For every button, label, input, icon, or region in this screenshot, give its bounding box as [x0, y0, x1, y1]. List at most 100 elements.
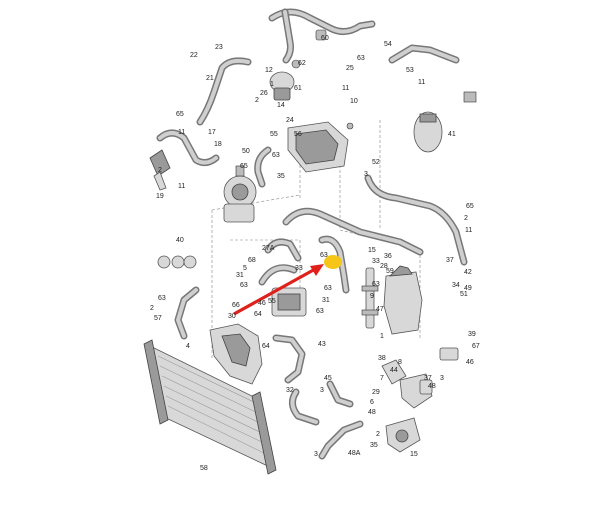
- part-label-63: 63: [272, 152, 280, 159]
- part-label-40: 40: [176, 237, 184, 244]
- hose-68: [258, 264, 298, 286]
- part-label-47: 47: [376, 306, 384, 313]
- part-label-27A: 27A: [262, 245, 275, 252]
- part-label-37: 37: [424, 375, 432, 382]
- part-label-62: 62: [298, 60, 306, 67]
- part-label-12: 12: [265, 67, 273, 74]
- part-label-29: 29: [372, 389, 380, 396]
- thermostat-assembly-29: [381, 359, 433, 453]
- part-label-7: 7: [380, 375, 384, 382]
- part-label-33: 33: [372, 258, 380, 265]
- part-label-32: 32: [286, 387, 294, 394]
- part-label-64: 64: [254, 311, 262, 318]
- upper-hose-60: [268, 8, 376, 64]
- hose-50: [254, 146, 272, 188]
- part-label-24: 24: [286, 117, 294, 124]
- part-label-6: 6: [370, 399, 374, 406]
- part-label-39: 39: [468, 331, 476, 338]
- part-label-34: 34: [452, 282, 460, 289]
- radiator-58: [143, 339, 277, 475]
- part-label-57: 57: [154, 315, 162, 322]
- coolant-pipe-35: [282, 207, 424, 256]
- part-label-3: 3: [320, 387, 324, 394]
- part-label-26: 26: [260, 90, 268, 97]
- water-pump-55: [223, 165, 257, 223]
- part-label-64: 64: [262, 343, 270, 350]
- part-label-55: 55: [270, 131, 278, 138]
- part-label-66: 66: [232, 302, 240, 309]
- part-label-67: 67: [472, 343, 480, 350]
- part-label-30: 30: [228, 313, 236, 320]
- part-label-56: 56: [294, 131, 302, 138]
- highlighted-hose-33: [318, 235, 350, 294]
- part-label-60: 60: [321, 35, 329, 42]
- part-label-63: 63: [320, 252, 328, 259]
- part-label-17: 17: [208, 129, 216, 136]
- part-label-21: 21: [206, 75, 214, 82]
- callout-arrow: [233, 264, 324, 316]
- part-label-44: 44: [390, 367, 398, 374]
- part-label-63: 63: [372, 281, 380, 288]
- part-label-63: 63: [324, 285, 332, 292]
- part-label-63: 63: [316, 308, 324, 315]
- part-label-52: 52: [372, 159, 380, 166]
- expansion-tank: [383, 265, 423, 335]
- part-label-18: 18: [214, 141, 222, 148]
- part-label-4: 4: [186, 343, 190, 350]
- pipe-stack-36: [361, 267, 379, 329]
- part-label-63: 63: [240, 282, 248, 289]
- part-label-36: 36: [384, 253, 392, 260]
- part-label-35: 35: [277, 173, 285, 180]
- part-label-3: 3: [364, 171, 368, 178]
- part-label-2: 2: [150, 305, 154, 312]
- part-label-50: 50: [242, 148, 250, 155]
- thermostat-housing-56: [287, 121, 354, 173]
- hose-66: [174, 286, 200, 340]
- part-label-58: 58: [200, 465, 208, 472]
- lower-hoses-45: [289, 380, 354, 426]
- part-label-65: 65: [240, 163, 248, 170]
- part-label-33: 33: [295, 265, 303, 272]
- part-label-11: 11: [465, 227, 472, 234]
- part-label-41: 41: [448, 131, 456, 138]
- part-label-45: 45: [324, 375, 332, 382]
- auxiliary-pump-26: [269, 59, 301, 101]
- part-label-53: 53: [406, 67, 414, 74]
- hose-43: [272, 334, 306, 384]
- highlight-marker-33: [324, 255, 342, 269]
- part-label-35: 35: [370, 442, 378, 449]
- part-label-15: 15: [368, 247, 376, 254]
- coolant-valve-41: [413, 91, 477, 153]
- part-label-11: 11: [178, 129, 185, 136]
- part-label-61: 61: [294, 85, 302, 92]
- part-label-65: 65: [176, 111, 184, 118]
- part-label-2: 2: [158, 167, 162, 174]
- heat-exchanger-55: [271, 287, 307, 317]
- part-label-11: 11: [342, 85, 349, 92]
- hose-21: [196, 57, 252, 126]
- part-label-31: 31: [236, 272, 244, 279]
- part-label-49: 49: [464, 285, 472, 292]
- part-label-51: 51: [460, 291, 468, 298]
- part-label-42: 42: [464, 269, 472, 276]
- part-label-8: 8: [398, 359, 402, 366]
- hose-14-bracket: [149, 129, 220, 191]
- part-label-65: 65: [466, 203, 474, 210]
- part-label-31: 31: [322, 297, 330, 304]
- part-label-59: 59: [386, 268, 394, 275]
- part-number-labels: 6023252254532112622621416163102411635065…: [150, 35, 480, 472]
- part-label-11: 11: [178, 183, 185, 190]
- part-label-63: 63: [158, 295, 166, 302]
- part-label-19: 19: [156, 193, 164, 200]
- part-label-38: 38: [378, 355, 386, 362]
- part-label-2: 2: [464, 215, 468, 222]
- part-label-14: 14: [277, 102, 285, 109]
- part-label-37: 37: [446, 257, 454, 264]
- part-label-25: 25: [346, 65, 354, 72]
- hose-8: [318, 420, 364, 460]
- connector-39: [419, 347, 459, 395]
- part-label-3: 3: [314, 451, 318, 458]
- part-label-68: 68: [248, 257, 256, 264]
- part-label-28: 28: [380, 263, 388, 270]
